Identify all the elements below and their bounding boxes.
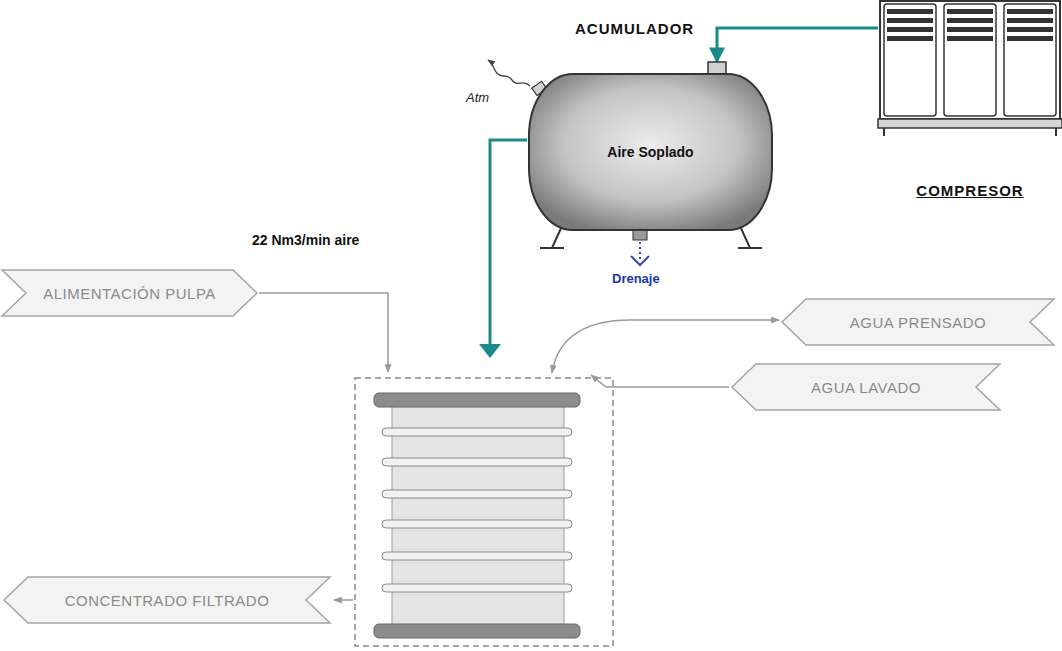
compressor-part [887,18,933,23]
equipment-name: ACUMULADOR [575,20,694,37]
compressor-part [887,9,933,14]
stream-tag: AGUA LAVADO [732,364,1000,410]
feed-line [334,599,353,601]
drain-valve [631,256,649,265]
filter-press [382,520,572,528]
equipment-name: COMPRESOR [878,182,1062,199]
compressor-part [887,36,933,41]
vent-arrow [488,60,530,86]
label-holder: Atm [466,90,489,105]
label-holder: Drenaje [612,271,660,286]
node-text: ALIMENTACIÓN PULPA [13,285,246,302]
compressor-body [878,1,1062,136]
feed-line [552,320,779,373]
air-pipe [717,28,878,62]
filter-press [382,458,572,466]
filter-press [355,378,613,646]
compressor-part [1007,9,1053,14]
tank-support [738,226,762,248]
drain-valve [631,230,649,265]
compressor-part [884,4,936,116]
compressor: COMPRESOR [878,0,1062,206]
vent-arrow [488,60,530,86]
tag-shape [2,270,257,316]
tag-shape [782,299,1054,345]
flow-rate: 22 Nm3/min aire [252,232,359,248]
filter-press [374,393,580,407]
comp-outline [878,0,1062,206]
drain-valve [633,230,647,240]
stream-tag: CONCENTRADO FILTRADO [4,577,330,623]
annotation: Drenaje [612,271,660,286]
accumulator-tank: ACUMULADORAire Soplado [527,62,774,232]
stream-tag: ALIMENTACIÓN PULPA [2,270,257,316]
compressor-part [1007,18,1053,23]
filter-press [392,404,564,626]
filter-press [374,624,580,638]
filter-press [382,428,572,436]
node-text: Aire Soplado [527,144,774,160]
compressor-part [1004,4,1056,116]
compressor-part [887,27,933,32]
compressor-part [947,9,993,14]
compressor-part [1007,36,1053,41]
node-text: CONCENTRADO FILTRADO [35,592,300,609]
annotation: Atm [466,90,489,105]
compressor-part [944,4,996,116]
compressor-part [880,1,1060,119]
node-text: AGUA PRENSADO [820,314,1017,331]
air-line [479,344,501,358]
tag-shape [732,364,1000,410]
compressor-part [884,128,1056,136]
air-line [490,140,527,344]
feed-line [259,293,388,372]
compressor-part [947,36,993,41]
feed-line [259,293,779,600]
tag-shape [4,577,330,623]
feed-line [591,375,729,387]
compressor-part [947,27,993,32]
filter-press [382,584,572,592]
stream-tag: AGUA PRENSADO [782,299,1054,345]
compressor-part [947,18,993,23]
filter-press [355,378,613,646]
compressor-part [1007,27,1053,32]
compressor-part [878,119,1062,128]
air-line [479,140,527,358]
tank-support [540,226,564,248]
filter-press [382,490,572,498]
label-holder: 22 Nm3/min aire [252,232,359,248]
node-text: AGUA LAVADO [781,379,951,396]
filter-press [382,552,572,560]
drain-valve [639,242,641,262]
